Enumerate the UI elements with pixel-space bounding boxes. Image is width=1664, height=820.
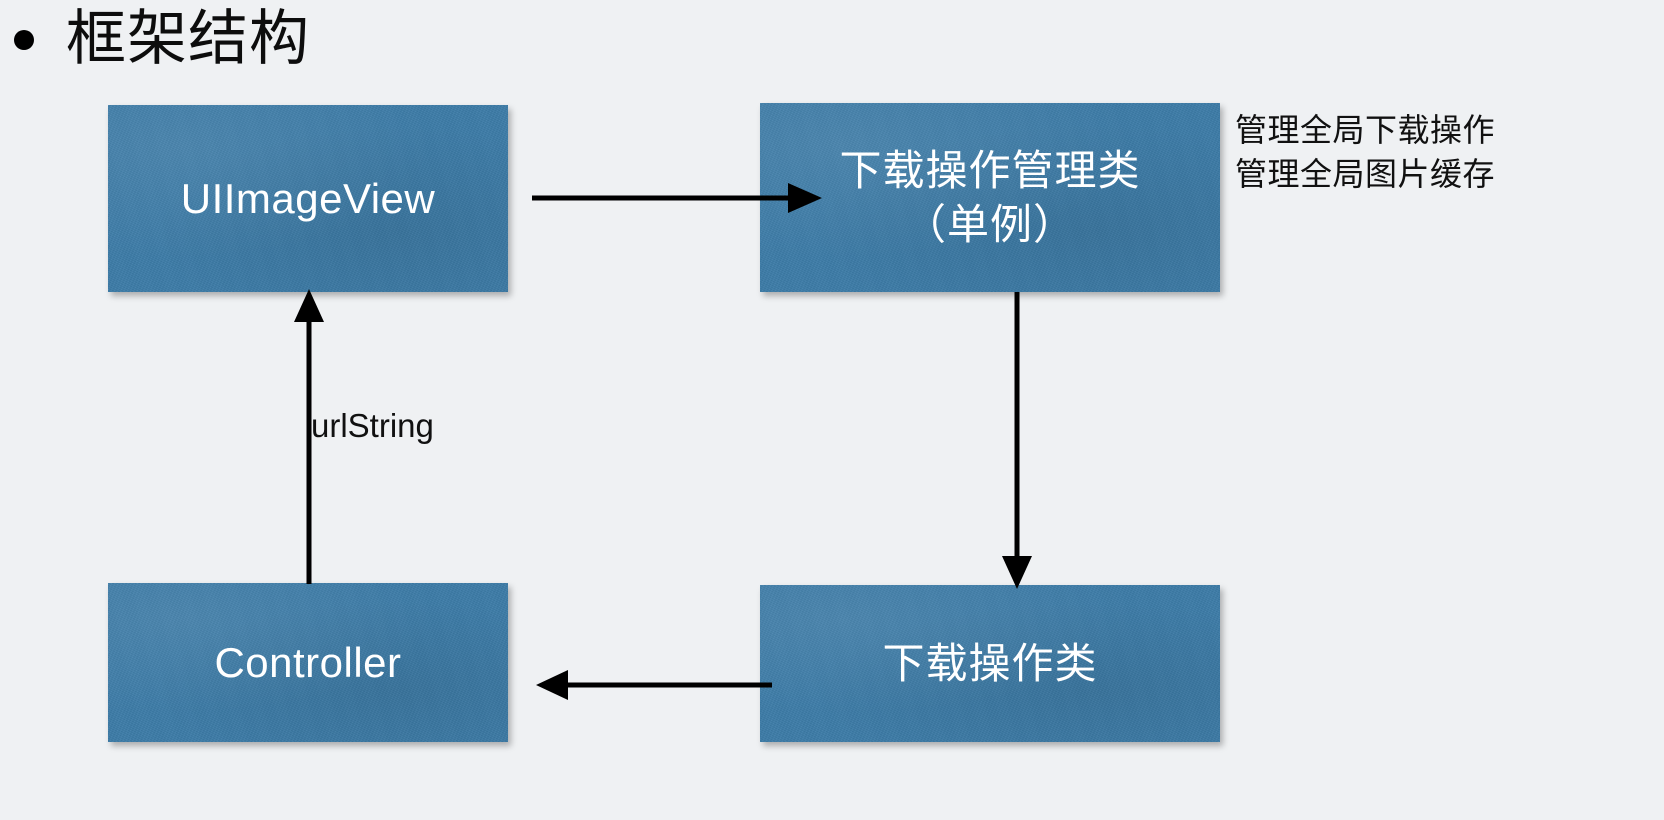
page-title: 框架结构 bbox=[66, 5, 310, 72]
arrow-controller-to-imageview bbox=[294, 289, 324, 584]
node-uiimageview[interactable]: UIImageView bbox=[108, 105, 508, 292]
arrow-manager-to-operation bbox=[1002, 292, 1032, 589]
bullet-point-icon bbox=[14, 30, 34, 50]
node-uiimageview-label: UIImageView bbox=[180, 174, 436, 222]
arrow-operation-to-controller bbox=[536, 670, 772, 700]
arrow-imageview-to-manager bbox=[532, 183, 822, 213]
node-controller-label: Controller bbox=[214, 638, 402, 686]
slide-title-row: 框架结构 bbox=[0, 2, 310, 76]
annotation-manager-responsibilities: 管理全局下载操作 管理全局图片缓存 bbox=[1235, 112, 1496, 192]
edge-label-urlstring: urlString bbox=[311, 407, 434, 444]
node-download-operation[interactable]: 下载操作类 bbox=[760, 585, 1220, 742]
node-download-manager[interactable]: 下载操作管理类 （单例） bbox=[760, 103, 1220, 292]
node-download-operation-label: 下载操作类 bbox=[882, 639, 1098, 687]
node-download-manager-label: 下载操作管理类 （单例） bbox=[839, 146, 1141, 248]
node-controller[interactable]: Controller bbox=[108, 583, 508, 742]
